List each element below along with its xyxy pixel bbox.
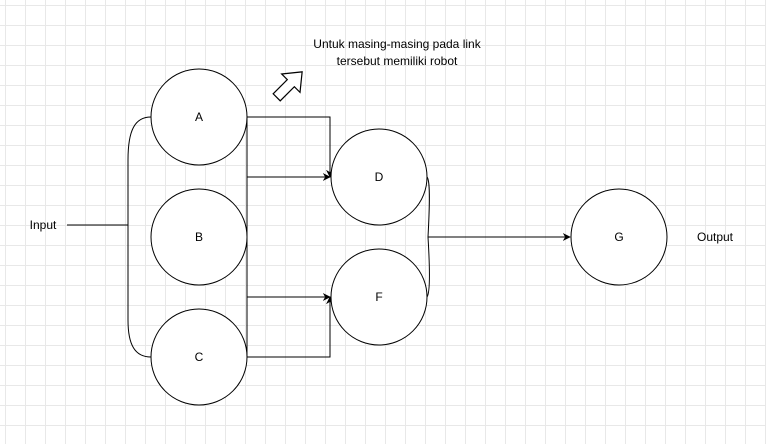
node-a-label: A [195, 110, 203, 124]
node-b-circle[interactable] [150, 188, 248, 286]
note-line-2: tersebut memiliki robot [337, 54, 458, 68]
node-d-label: D [375, 170, 384, 184]
node-f-circle[interactable] [330, 248, 428, 346]
edge-a-d [247, 116, 334, 178]
node-f-label: F [375, 290, 382, 304]
node-g-label: G [614, 230, 623, 244]
node-d-circle[interactable] [330, 128, 428, 226]
node-c-label: C [195, 350, 204, 364]
node-g-circle[interactable] [570, 188, 668, 286]
node-a-circle[interactable] [150, 68, 248, 166]
node-b-label: B [195, 230, 203, 244]
edge-c-f [247, 296, 334, 358]
pointer-arrow-icon [272, 71, 303, 102]
note-line-1: Untuk masing-masing pada link [313, 37, 481, 51]
output-label: Output [697, 230, 734, 244]
node-c-circle[interactable] [150, 308, 248, 406]
input-bracket [127, 116, 152, 358]
input-label: Input [30, 218, 57, 232]
